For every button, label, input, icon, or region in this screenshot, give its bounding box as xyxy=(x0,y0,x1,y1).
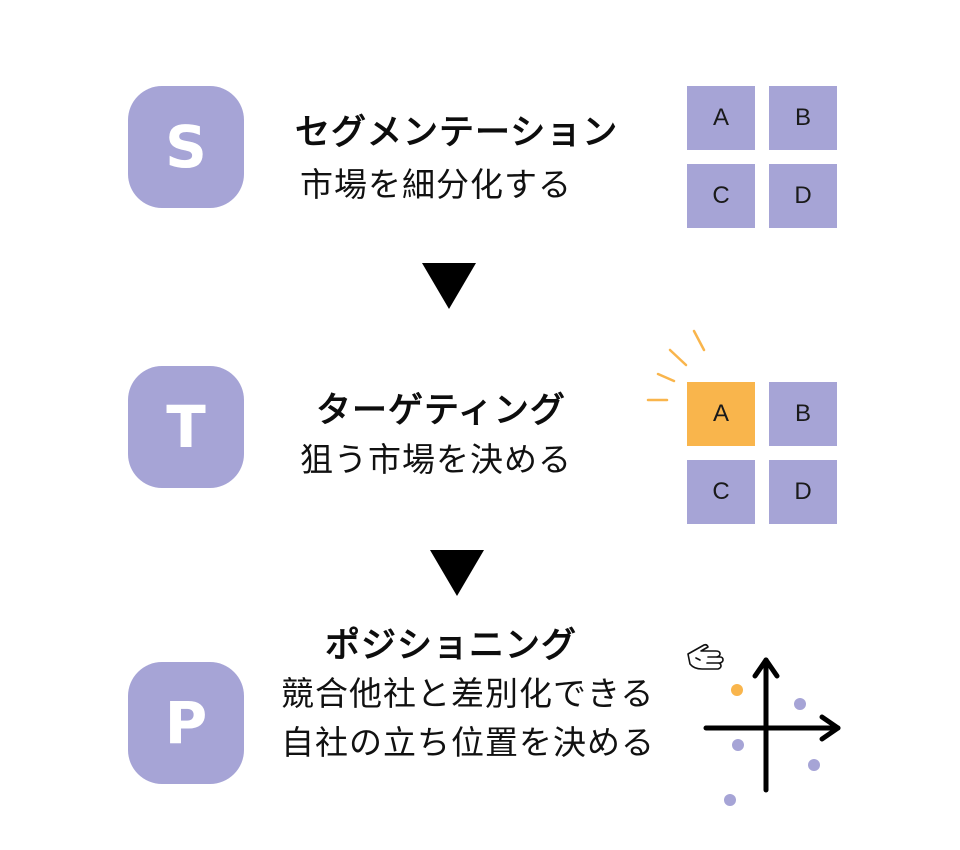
competitor-dot xyxy=(724,794,736,806)
positioning-axes-icon xyxy=(703,657,841,806)
competitor-dot xyxy=(794,698,806,710)
target-cell-c: C xyxy=(687,460,755,524)
target-cell-b: B xyxy=(769,382,837,446)
segment-cell-a: A xyxy=(687,86,755,150)
heading-positioning: ポジショニング xyxy=(325,626,578,666)
target-cell-a: A xyxy=(687,382,755,446)
competitor-dot xyxy=(732,739,744,751)
segment-cell-d: D xyxy=(769,164,837,228)
desc-positioning-line-1: 競合他社と差別化できる xyxy=(281,674,655,713)
heading-targeting: ターゲティング xyxy=(316,391,566,431)
badge-s: S xyxy=(128,86,244,208)
badge-t: T xyxy=(128,366,244,488)
target-cell-d: D xyxy=(769,460,837,524)
down-triangle-icon xyxy=(422,263,476,309)
own-company-dot xyxy=(731,684,743,696)
desc-positioning-line-2: 自社の立ち位置を決める xyxy=(281,723,655,762)
sparkle-lines-icon xyxy=(646,329,706,402)
desc-targeting: 狙う市場を決める xyxy=(300,440,572,479)
heading-segmentation: セグメンテーション xyxy=(295,113,619,153)
desc-segmentation: 市場を細分化する xyxy=(300,165,572,204)
pointing-hand-icon xyxy=(687,643,724,670)
competitor-dot xyxy=(808,759,820,771)
down-triangle-icon xyxy=(430,550,484,596)
badge-p: P xyxy=(128,662,244,784)
segment-cell-c: C xyxy=(687,164,755,228)
segment-cell-b: B xyxy=(769,86,837,150)
